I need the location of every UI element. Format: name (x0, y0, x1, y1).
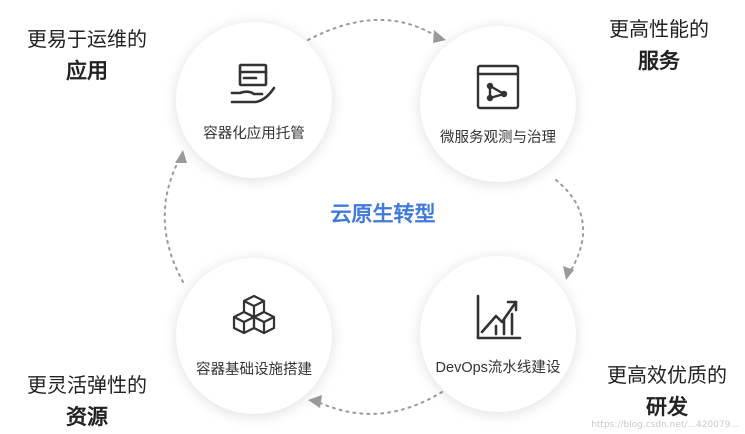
arrow-head-right (563, 266, 574, 280)
arc-right (555, 179, 584, 273)
arc-top (307, 19, 437, 41)
stacked-cubes-icon (232, 294, 276, 335)
node-microservice-governance: 微服务观测与治理 (420, 26, 576, 182)
corner-caption-bottom-right: 更高效优质的 研发 (592, 360, 742, 424)
node-label: 容器基础设施搭建 (196, 362, 312, 378)
node-devops-pipeline: DevOps流水线建设 (420, 256, 576, 412)
corner-line: 更高性能的 (609, 19, 709, 41)
corner-caption-top-left: 更易于运维的 应用 (12, 24, 162, 88)
corner-line-strong: 服务 (638, 50, 680, 73)
watermark: https://blog.csdn.net/...420079... (591, 420, 739, 430)
arrow-head-left (175, 150, 187, 163)
node-label: 容器化应用托管 (203, 126, 305, 142)
arrow-head-bottom (308, 395, 322, 408)
corner-line-strong: 应用 (66, 60, 108, 83)
node-container-infrastructure: 容器基础设施搭建 (176, 258, 332, 414)
growth-chart-icon (476, 294, 522, 340)
center-title: 云原生转型 (330, 203, 436, 226)
hand-holding-box-icon (230, 63, 276, 104)
corner-line-strong: 研发 (646, 396, 688, 419)
corner-line: 更灵活弹性的 (27, 375, 147, 397)
corner-line: 更高效优质的 (607, 365, 727, 387)
corner-line-strong: 资源 (66, 406, 108, 429)
corner-caption-bottom-left: 更灵活弹性的 资源 (12, 370, 162, 434)
corner-line: 更易于运维的 (27, 29, 147, 51)
corner-caption-top-right: 更高性能的 服务 (594, 14, 724, 78)
node-label: 微服务观测与治理 (440, 130, 556, 146)
network-window-icon (476, 64, 520, 110)
arc-left (163, 157, 184, 283)
arrow-head-top (433, 30, 446, 43)
arc-bottom (317, 391, 443, 415)
node-label: DevOps流水线建设 (435, 360, 561, 376)
node-container-app-hosting: 容器化应用托管 (176, 22, 332, 178)
